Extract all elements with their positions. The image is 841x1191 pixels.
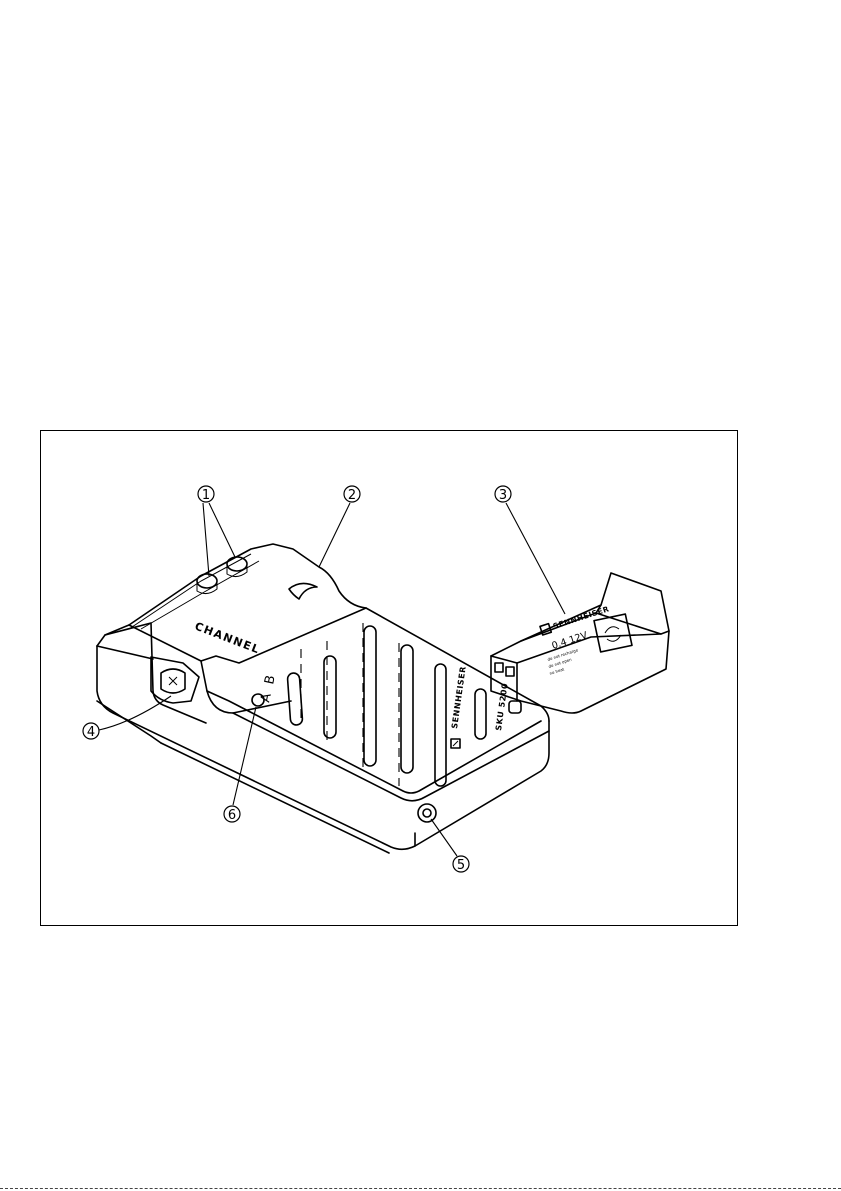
- callout-3: 3: [495, 486, 565, 614]
- callout-6: 6: [224, 707, 256, 823]
- transmitter-body: CHANNEL A B SENNHEISER SKU 5200: [97, 544, 549, 853]
- callout-1: 1: [198, 486, 235, 576]
- battery-spec-label: 0.4 12V: [551, 630, 590, 652]
- callout-3-number: 3: [499, 488, 507, 503]
- callout-6-number: 6: [228, 808, 236, 823]
- battery-pack: SENNHEISER 0.4 12V do not recharge do no…: [491, 573, 669, 713]
- ab-label-a: A: [258, 692, 275, 704]
- callout-2-number: 2: [348, 488, 356, 503]
- device-model-label: SKU 5200: [494, 682, 510, 731]
- device-illustration: CHANNEL A B SENNHEISER SKU 5200 SENNHEIS…: [41, 431, 739, 927]
- device-brand-label: SENNHEISER: [450, 665, 468, 729]
- battery-brand-label: SENNHEISER: [552, 604, 610, 631]
- callout-4-number: 4: [87, 725, 95, 740]
- channel-label: CHANNEL: [193, 620, 262, 657]
- callout-5: 5: [431, 819, 469, 873]
- callout-1-number: 1: [202, 488, 210, 503]
- callout-5-number: 5: [457, 858, 465, 873]
- page-bottom-rule: [0, 1188, 841, 1189]
- figure-frame: CHANNEL A B SENNHEISER SKU 5200 SENNHEIS…: [40, 430, 738, 926]
- callout-2: 2: [319, 486, 360, 567]
- ab-label-b: B: [262, 674, 279, 686]
